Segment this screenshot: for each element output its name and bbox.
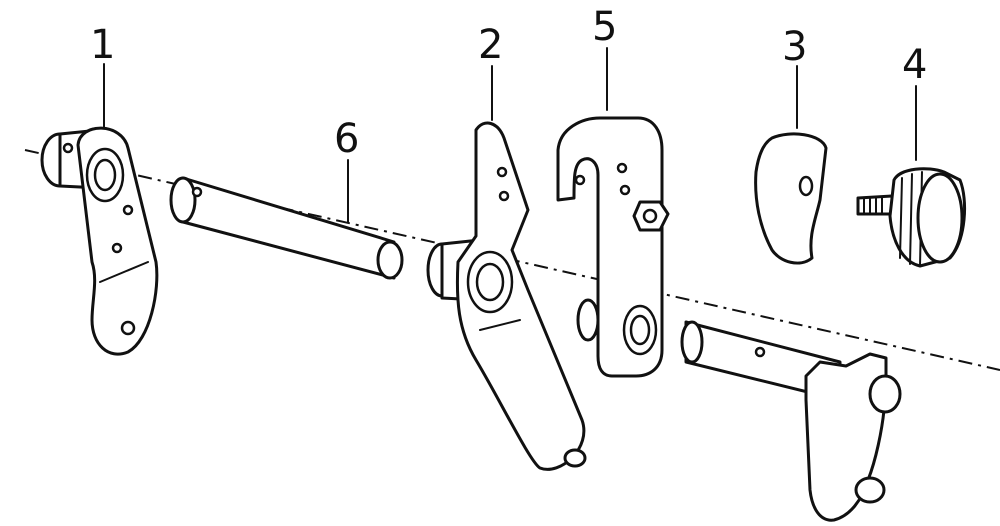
part-1-lever bbox=[40, 126, 159, 356]
label-part-4: 4 bbox=[902, 42, 927, 88]
label-part-6: 6 bbox=[334, 116, 359, 162]
part-2-bracket bbox=[426, 121, 587, 471]
label-part-3: 3 bbox=[782, 24, 807, 70]
lower-right-shaft-arm bbox=[680, 320, 902, 522]
label-part-2: 2 bbox=[478, 22, 503, 68]
part-6-shaft bbox=[169, 176, 404, 280]
part-labels: 1 2 5 3 4 6 bbox=[90, 4, 927, 162]
part-5-hook-bracket bbox=[556, 116, 670, 378]
part-4-thumb-screw bbox=[856, 167, 967, 268]
label-part-1: 1 bbox=[90, 22, 115, 68]
leader-lines bbox=[103, 47, 917, 223]
part-3-washer bbox=[754, 132, 828, 265]
label-part-5: 5 bbox=[592, 4, 617, 50]
